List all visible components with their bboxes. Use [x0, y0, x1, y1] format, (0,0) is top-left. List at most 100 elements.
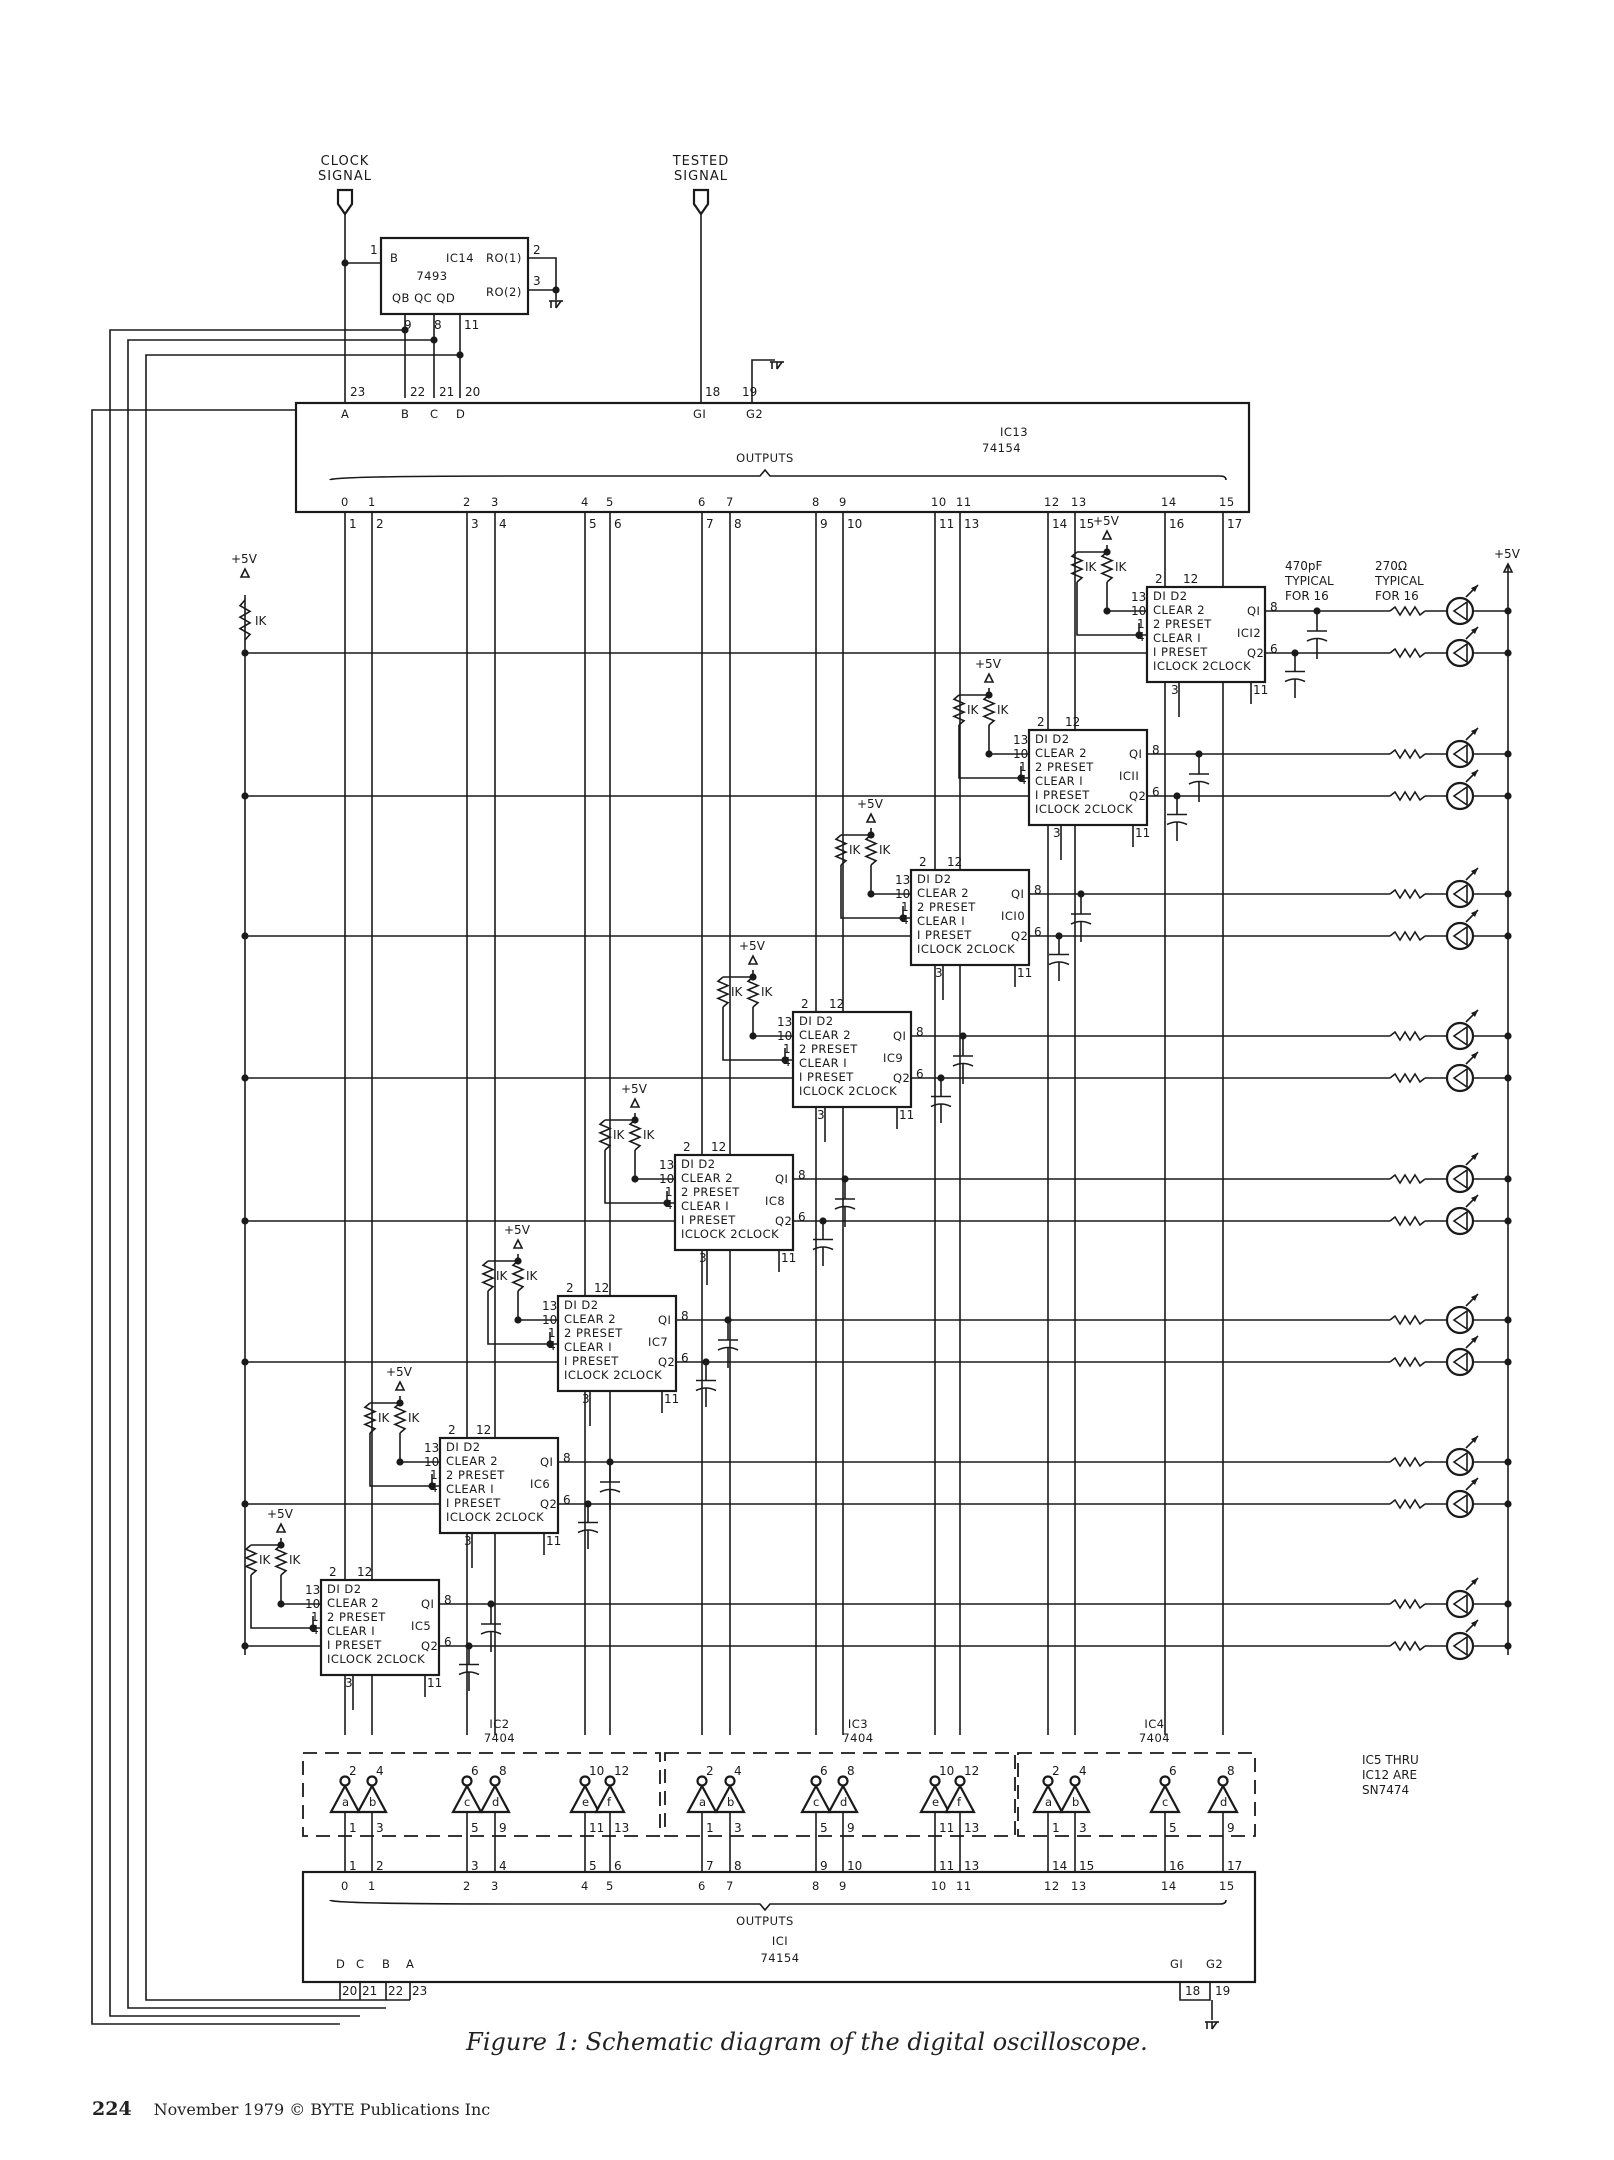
- flip-flop-pin-label: CLEAR 2: [564, 1312, 616, 1326]
- pin-number: 4: [1079, 1764, 1087, 1778]
- flip-flop-pin-label: DI D2: [446, 1440, 481, 1454]
- led: [1445, 1021, 1475, 1051]
- flip-flop-ici0: [909, 868, 1031, 967]
- junction-dot: [456, 351, 464, 359]
- pin-number: 10: [939, 1764, 954, 1778]
- flip-flop-pin-label: DI D2: [917, 872, 952, 886]
- pullup-resistor: [273, 1544, 289, 1576]
- pin-number: 12: [614, 1764, 629, 1778]
- supply-arrow: [1101, 529, 1113, 540]
- led: [1445, 1347, 1475, 1377]
- inverter-letter: b: [369, 1795, 377, 1809]
- junction-dot: [428, 1482, 436, 1490]
- flip-flop-pin-label: 2 PRESET: [564, 1326, 623, 1340]
- flip-flop-pin-label: ICLOCK 2CLOCK: [917, 942, 1015, 956]
- pin-number: 13: [1131, 590, 1146, 604]
- page-number: 224: [92, 2098, 132, 2120]
- led-arrowhead: [1471, 910, 1478, 917]
- ic1-output-label: 11: [956, 1879, 972, 1893]
- flip-flop-q2: Q2: [775, 1214, 792, 1228]
- pin-number: 6: [444, 1635, 452, 1649]
- preset-wire: [1076, 582, 1147, 636]
- pin-number: 6: [798, 1210, 806, 1224]
- resistor-value: IK: [967, 703, 980, 717]
- pin-number: 17: [1227, 517, 1242, 531]
- inverter-letter: d: [492, 1795, 500, 1809]
- pin-number: 11: [1135, 826, 1150, 840]
- resistor-note: 270Ω: [1375, 559, 1407, 573]
- inverter-bubble: [461, 1775, 473, 1787]
- ic1-output-label: 6: [698, 1879, 706, 1893]
- resistor-value: IK: [1085, 560, 1098, 574]
- pin-number: 4: [901, 913, 909, 927]
- led: [1445, 1447, 1475, 1477]
- inverter-package-name: IC2: [489, 1717, 509, 1731]
- resistor-value: IK: [613, 1128, 626, 1142]
- led: [1445, 1206, 1475, 1236]
- led: [1445, 1164, 1475, 1194]
- pin-number: 2: [801, 997, 809, 1011]
- gate-wire: [1179, 1982, 1211, 2001]
- inverter-bubble: [366, 1775, 378, 1787]
- supply-arrow: [747, 954, 759, 965]
- flip-flop-pin-label: DI D2: [1035, 732, 1070, 746]
- led: [1445, 1305, 1475, 1335]
- capacitor-plate: [1166, 821, 1188, 826]
- flip-flop-pin-label: I PRESET: [917, 928, 972, 942]
- ic13-output-label: 10: [931, 495, 947, 509]
- plus5v-label: +5V: [267, 1507, 294, 1521]
- resistor-value: IK: [408, 1411, 421, 1425]
- led-diode: [1452, 785, 1468, 807]
- ic13-outputs-label: OUTPUTS: [736, 451, 794, 465]
- capacitor-plate: [952, 1062, 974, 1067]
- capacitor-plate: [717, 1346, 739, 1351]
- junction-dot: [309, 1624, 317, 1632]
- inverter-bubble: [489, 1775, 501, 1787]
- pin-number: 6: [614, 517, 622, 531]
- inverter-bubble: [1042, 1775, 1054, 1787]
- junction-dot: [985, 750, 993, 758]
- resistor-value: IK: [496, 1269, 509, 1283]
- junction-dot: [781, 1056, 789, 1064]
- flip-flop-pin-label: 2 PRESET: [681, 1185, 740, 1199]
- supply-arrow: [1502, 562, 1514, 573]
- flip-flop-pin-label: CLEAR 2: [1153, 603, 1205, 617]
- pin-number: 1: [1019, 760, 1027, 774]
- clock-signal-label: CLOCK: [321, 154, 370, 169]
- ic13-address-label: C: [430, 407, 439, 421]
- pin-number: 13: [964, 517, 979, 531]
- preset-wire: [250, 1575, 321, 1629]
- flip-flop-pin-label: DI D2: [1153, 589, 1188, 603]
- pin-number: 13: [542, 1299, 557, 1313]
- pin-number: 8: [734, 517, 742, 531]
- inverter-gate: [800, 1783, 832, 1814]
- led-resistor: [1389, 1640, 1426, 1652]
- ground-hatch: [555, 300, 562, 309]
- pin-number: 3: [1171, 683, 1179, 697]
- pin-number: 4: [499, 517, 507, 531]
- pin-number: 13: [659, 1158, 674, 1172]
- junction-dot: [1103, 607, 1111, 615]
- flip-flop-ic9: [791, 1010, 913, 1109]
- pin-number: 22: [388, 1984, 403, 1998]
- led-diode: [1452, 1168, 1468, 1190]
- flip-flop-icii: [1027, 728, 1149, 827]
- pin-number: 1: [665, 1185, 673, 1199]
- pin-number: 8: [434, 318, 442, 332]
- led-arrowhead: [1471, 1153, 1478, 1160]
- resistor-value: IK: [259, 1553, 272, 1567]
- pin-number: 3: [471, 1859, 479, 1873]
- resistor-value: IK: [1115, 560, 1128, 574]
- junction-dot: [631, 1175, 639, 1183]
- inverter-package-name: IC4: [1144, 1717, 1164, 1731]
- ic13-output-label: 0: [341, 495, 349, 509]
- ic1-gate-label: GI: [1170, 1957, 1183, 1971]
- preset-wire: [840, 865, 911, 919]
- led-arrowhead: [1471, 1336, 1478, 1343]
- led: [1445, 921, 1475, 951]
- pin-number: 18: [1185, 1984, 1200, 1998]
- inverter-gate: [1207, 1783, 1239, 1814]
- pin-number: 8: [563, 1451, 571, 1465]
- flip-flop-pin-label: CLEAR 2: [327, 1596, 379, 1610]
